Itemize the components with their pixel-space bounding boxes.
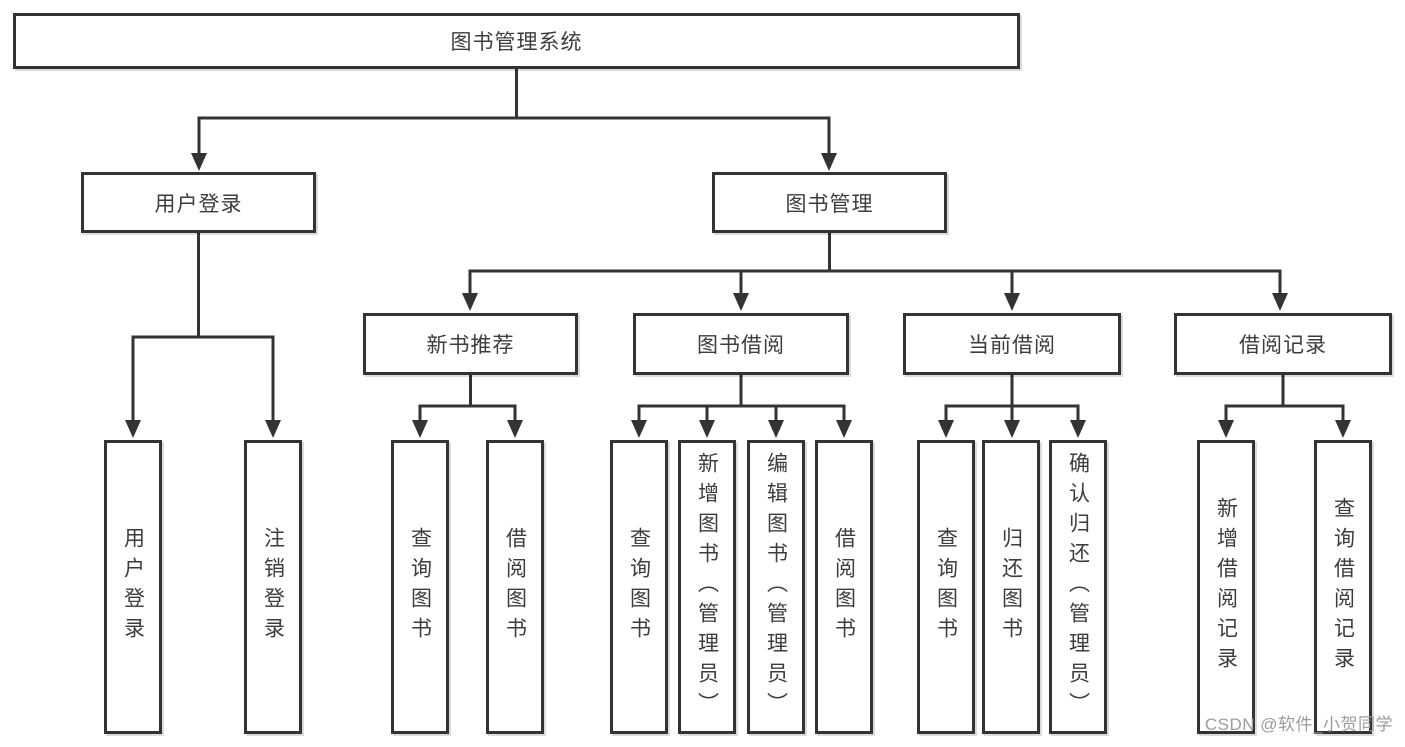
leaf-confirm-return-admin: 确认归还（管理员） bbox=[1049, 440, 1107, 734]
leaf-current-query-books: 查询图书 bbox=[917, 440, 975, 734]
leaf-query-borrow-record: 查询借阅记录 bbox=[1314, 440, 1372, 734]
leaf-label: 归还图书 bbox=[999, 527, 1023, 647]
leaf-label: 用户登录 bbox=[121, 527, 145, 647]
leaf-borrow-books: 借阅图书 bbox=[815, 440, 873, 734]
leaf-label: 新增图书（管理员） bbox=[695, 452, 719, 722]
leaf-add-books-admin: 新增图书（管理员） bbox=[678, 440, 736, 734]
leaf-label: 注销登录 bbox=[261, 527, 285, 647]
leaf-return-books: 归还图书 bbox=[982, 440, 1040, 734]
leaf-logout: 注销登录 bbox=[244, 440, 302, 734]
leaf-label: 查询图书 bbox=[934, 527, 958, 647]
node-borrow-records: 借阅记录 bbox=[1174, 313, 1392, 375]
leaf-label: 查询借阅记录 bbox=[1331, 497, 1355, 677]
leaf-recommend-borrow-books: 借阅图书 bbox=[486, 440, 544, 734]
node-current-borrow: 当前借阅 bbox=[903, 313, 1121, 375]
node-new-book-recommend: 新书推荐 bbox=[363, 313, 578, 375]
leaf-edit-books-admin: 编辑图书（管理员） bbox=[747, 440, 805, 734]
leaf-label: 新增借阅记录 bbox=[1214, 497, 1238, 677]
leaf-label: 确认归还（管理员） bbox=[1066, 452, 1090, 722]
leaf-label: 编辑图书（管理员） bbox=[764, 452, 788, 722]
leaf-add-borrow-record: 新增借阅记录 bbox=[1197, 440, 1255, 734]
node-book-borrow: 图书借阅 bbox=[633, 313, 849, 375]
leaf-label: 借阅图书 bbox=[503, 527, 527, 647]
leaf-label: 借阅图书 bbox=[832, 527, 856, 647]
node-root-system: 图书管理系统 bbox=[13, 13, 1020, 69]
leaf-label: 查询图书 bbox=[627, 527, 651, 647]
leaf-borrow-query-books: 查询图书 bbox=[610, 440, 668, 734]
node-user-login-branch: 用户登录 bbox=[81, 172, 316, 233]
leaf-recommend-query-books: 查询图书 bbox=[391, 440, 449, 734]
leaf-label: 查询图书 bbox=[408, 527, 432, 647]
leaf-user-login: 用户登录 bbox=[104, 440, 162, 734]
csdn-watermark: CSDN @软件_小贺同学 bbox=[1204, 715, 1393, 734]
node-book-management-branch: 图书管理 bbox=[712, 172, 947, 233]
